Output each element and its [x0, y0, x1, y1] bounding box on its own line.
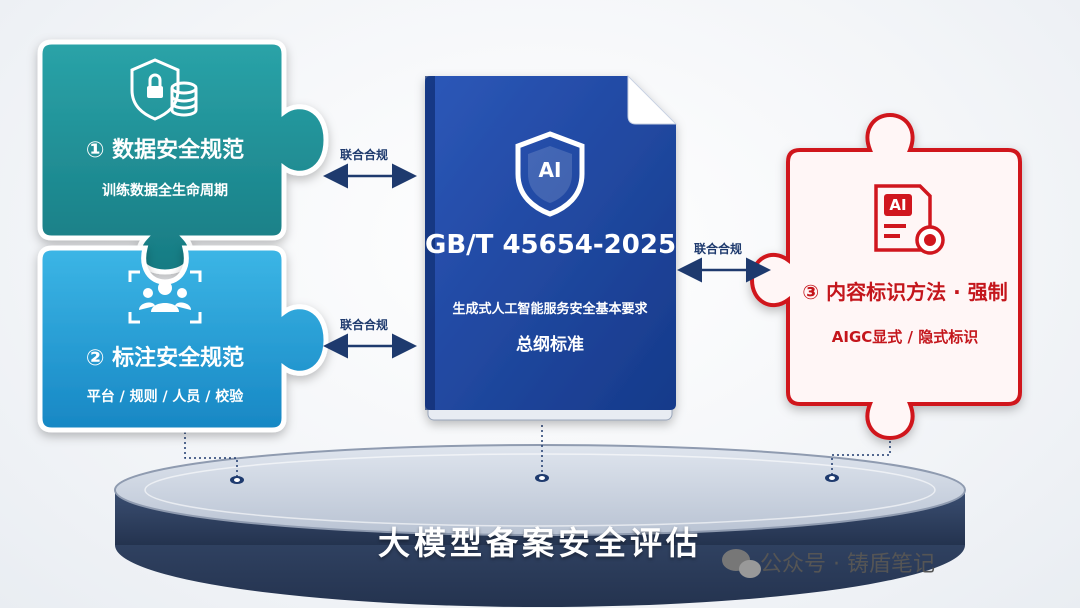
shield-lock-database-icon	[130, 58, 198, 121]
pin-center	[535, 425, 549, 482]
platform-title: 大模型备案安全评估	[377, 524, 702, 562]
connector-label-2: 联合合规	[340, 318, 389, 332]
ai-doc-badge-text: AI	[889, 196, 907, 214]
pin-left	[184, 432, 244, 484]
book-standard-name: 生成式人工智能服务安全基本要求	[452, 302, 648, 317]
piece-1-title: ① 数据安全规范	[85, 138, 245, 163]
team-scan-icon	[128, 270, 202, 324]
book-standard-code: GB/T 45654-2025	[425, 230, 677, 260]
connector-label-1: 联合合规	[340, 148, 389, 162]
piece-2-title: ② 标注安全规范	[85, 346, 245, 371]
connector-label-3: 联合合规	[694, 242, 743, 256]
piece-3-title: ③ 内容标识方法 · 强制	[802, 280, 1008, 304]
piece-3-subtitle: AIGC显式 / 隐式标识	[831, 328, 979, 346]
piece-1-subtitle: 训练数据全生命周期	[102, 183, 228, 199]
platform	[114, 444, 966, 607]
standard-book	[425, 74, 678, 421]
watermark-text: 公众号 · 铸盾笔记	[760, 552, 935, 577]
puzzle-piece-data	[37, 39, 329, 275]
piece-2-subtitle: 平台 / 规则 / 人员 / 校验	[86, 389, 244, 405]
book-standard-type: 总纲标准	[516, 335, 584, 355]
wechat-icon	[722, 549, 761, 578]
ai-shield-icon	[515, 131, 585, 217]
pin-right	[825, 436, 891, 482]
ai-badge-text: AI	[538, 158, 562, 182]
ai-document-icon	[874, 184, 945, 255]
